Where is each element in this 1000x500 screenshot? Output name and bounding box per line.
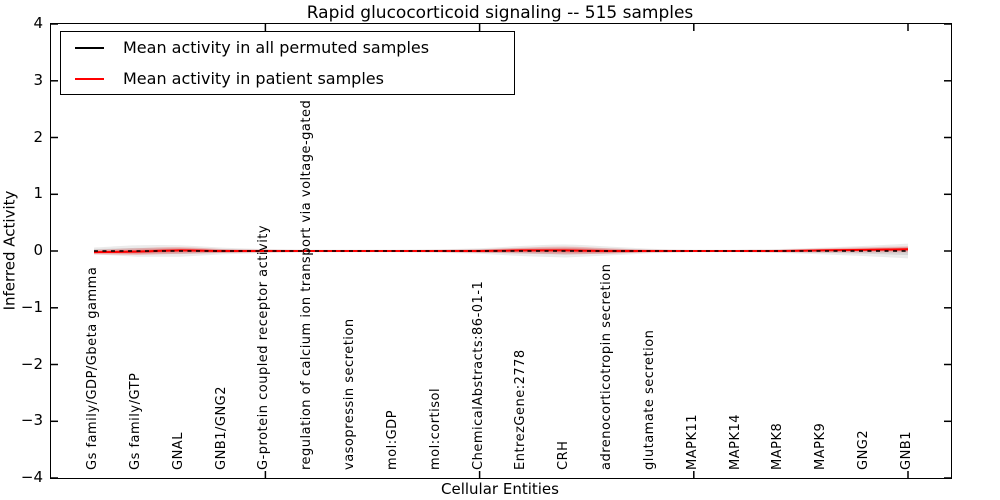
x-category-label: GNAL [170, 432, 186, 470]
y-tick-label: 0 [33, 241, 43, 259]
y-tick-label: 2 [33, 127, 43, 146]
x-category-label: GNB1/GNG2 [213, 385, 229, 470]
legend: Mean activity in all permuted samples Me… [60, 31, 515, 95]
y-tick-label: −1 [20, 297, 43, 316]
x-category-label: GNG2 [856, 429, 872, 470]
legend-line-patient-icon [75, 77, 104, 80]
x-category-label: ChemicalAbstracts:86-01-1 [470, 280, 486, 470]
x-category-label: mol:GDP [384, 409, 400, 470]
legend-item-permuted: Mean activity in all permuted samples [61, 32, 514, 63]
x-axis-label: Cellular Entities [441, 480, 559, 498]
legend-line-permuted-icon [75, 46, 104, 49]
legend-label-patient: Mean activity in patient samples [123, 69, 384, 88]
x-category-label: MAPK11 [684, 413, 700, 470]
x-category-label: glutamate secretion [641, 329, 657, 470]
x-category-label: regulation of calcium ion transport via … [299, 32, 315, 470]
y-tick-label: −4 [20, 468, 43, 486]
x-category-label: MAPK8 [770, 422, 786, 470]
plot-canvas [51, 24, 951, 478]
x-category-label: EntrezGene:2778 [513, 349, 529, 470]
y-tick-label: 1 [33, 184, 43, 203]
x-category-label: Gs family/GDP/Gbeta gamma [85, 266, 100, 470]
x-category-label: CRH [556, 440, 572, 470]
x-category-label: Gs family/GTP [127, 372, 143, 470]
x-category-label: mol:cortisol [427, 387, 443, 470]
legend-label-permuted: Mean activity in all permuted samples [123, 38, 430, 57]
x-category-label: adrenocorticotropin secretion [599, 263, 615, 470]
x-category-label: MAPK14 [727, 413, 743, 470]
chart-title: Rapid glucocorticoid signaling -- 515 sa… [306, 3, 694, 23]
y-tick-label: 3 [33, 70, 43, 89]
x-category-label: GNB1 [898, 431, 914, 470]
x-category-label: G-protein coupled receptor activity [256, 224, 272, 470]
y-tick-label: −3 [20, 411, 43, 430]
y-tick-label: −2 [20, 354, 43, 373]
legend-item-patient: Mean activity in patient samples [61, 63, 514, 94]
y-axis-label: Inferred Activity [0, 190, 19, 311]
x-category-label: MAPK9 [813, 422, 829, 470]
y-tick-label: 4 [33, 14, 43, 32]
plot-area [50, 23, 952, 479]
x-category-label: vasopressin secretion [342, 318, 358, 470]
tick-marks [51, 24, 951, 478]
